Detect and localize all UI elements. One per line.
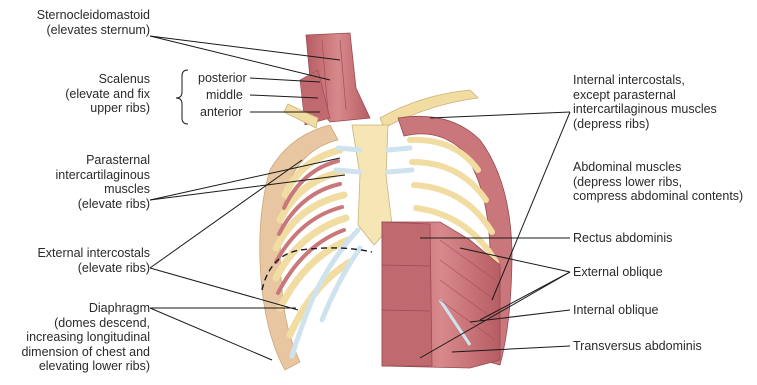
scalenus-bracket — [176, 70, 188, 124]
label-scalenus-anterior: anterior — [200, 105, 242, 120]
label-rectus-abdominis: Rectus abdominis — [573, 231, 672, 246]
label-scalenus-middle: middle — [206, 88, 243, 103]
label-sternocleidomastoid: Sternocleidomastoid (elevates sternum) — [0, 8, 150, 37]
label-transversus-abdominis: Transversus abdominis — [573, 339, 702, 354]
label-scalenus-posterior: posterior — [198, 71, 247, 86]
neck-muscles — [300, 33, 370, 125]
label-external-intercostals: External intercostals (elevate ribs) — [0, 246, 150, 275]
label-scalenus: Scalenus (elevate and fix upper ribs) — [0, 72, 150, 116]
label-abdominal-muscles: Abdominal muscles (depress lower ribs, c… — [573, 160, 743, 204]
label-internal-intercostals: Internal intercostals, except parasterna… — [573, 73, 717, 131]
label-diaphragm: Diaphragm (domes descend, increasing lon… — [0, 301, 150, 374]
label-external-oblique: External oblique — [573, 265, 663, 280]
label-internal-oblique: Internal oblique — [573, 303, 658, 318]
label-parasternal: Parasternal intercartilaginous muscles (… — [0, 153, 150, 211]
